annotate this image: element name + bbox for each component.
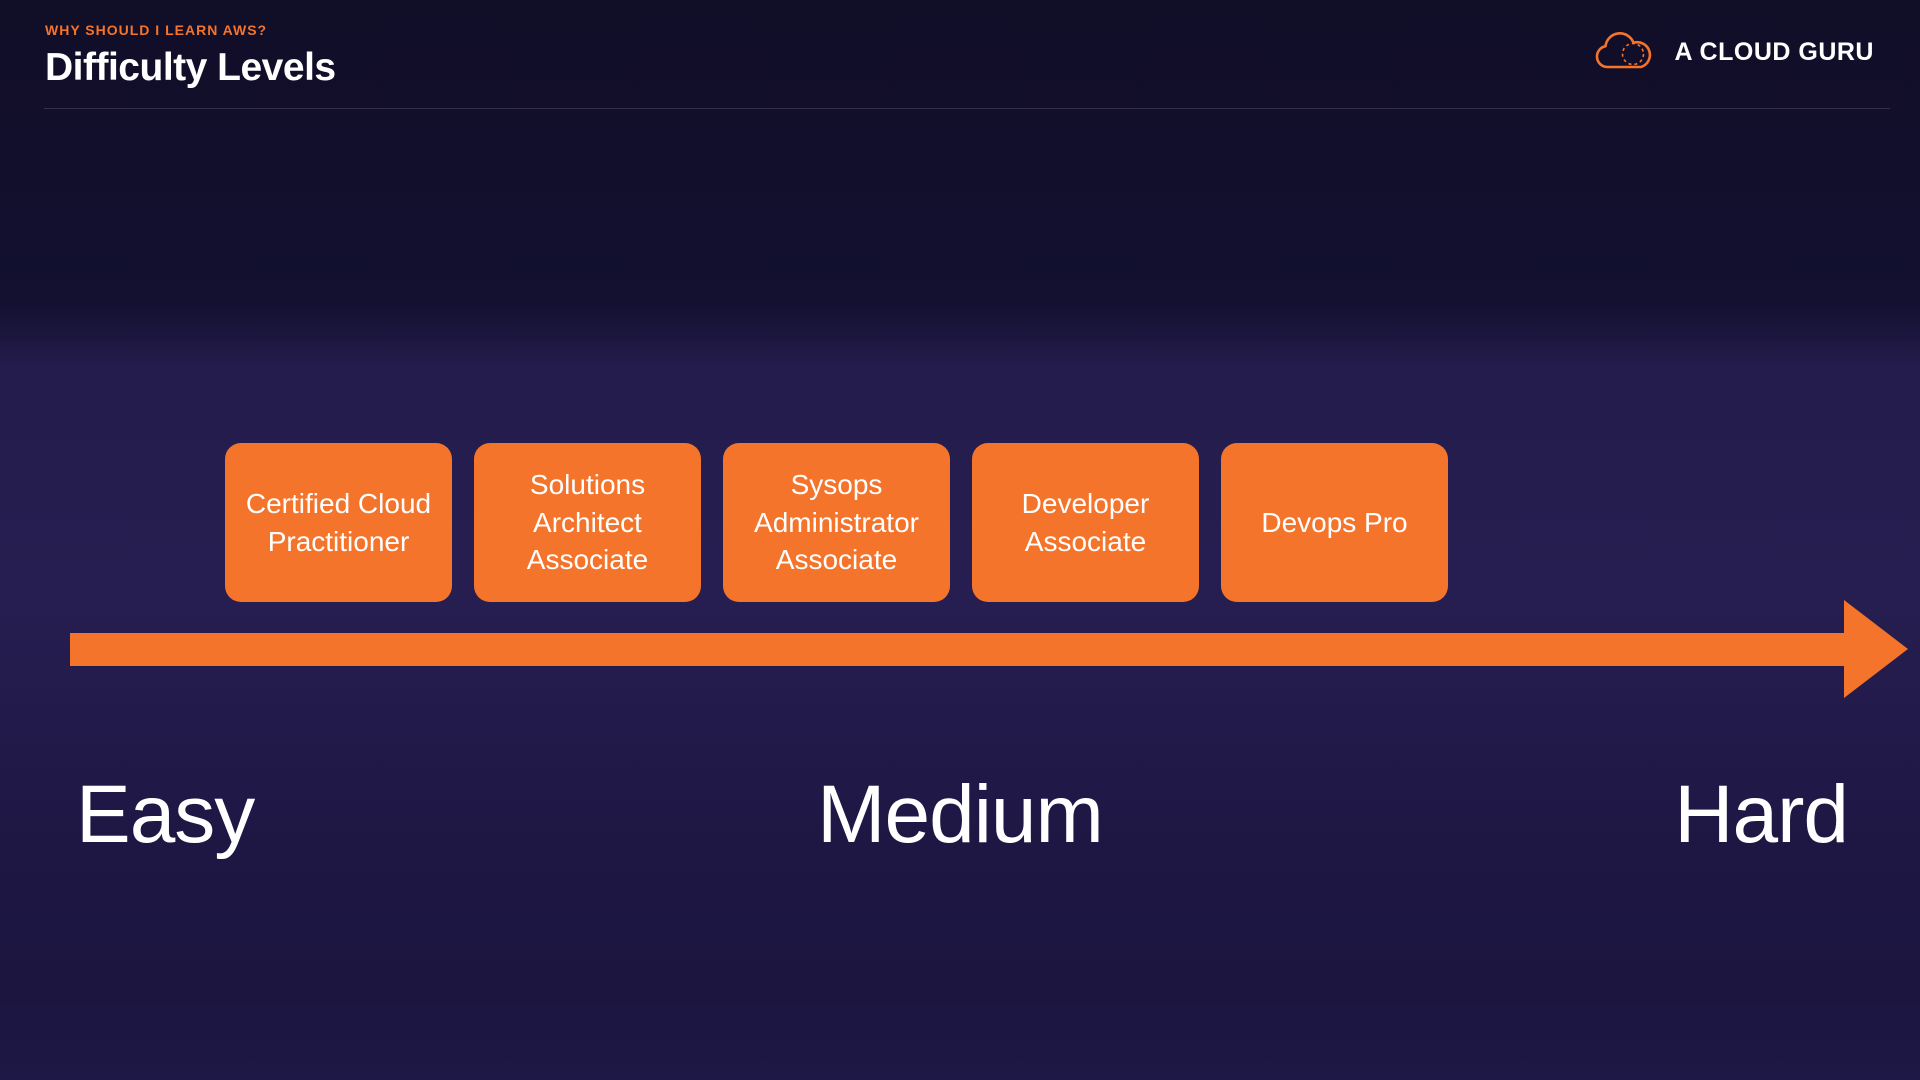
cert-box-developer-associate: Developer Associate — [972, 443, 1199, 602]
cert-box-solutions-architect-associate: Solutions Architect Associate — [474, 443, 701, 602]
certification-boxes: Certified Cloud Practitioner Solutions A… — [225, 443, 1448, 602]
difficulty-label-hard: Hard — [1674, 769, 1849, 860]
difficulty-scale-labels: Easy Medium Hard — [0, 768, 1920, 878]
slide-header: WHY SHOULD I LEARN AWS? Difficulty Level… — [45, 22, 336, 90]
difficulty-label-easy: Easy — [76, 769, 255, 860]
brand-lockup: A CLOUD GURU — [1592, 30, 1874, 74]
header-divider — [44, 108, 1890, 109]
arrow-shaft — [70, 633, 1846, 666]
slide-eyebrow: WHY SHOULD I LEARN AWS? — [45, 22, 268, 38]
cert-box-certified-cloud-practitioner: Certified Cloud Practitioner — [225, 443, 452, 602]
difficulty-arrow — [70, 600, 1908, 698]
cloud-logo-icon — [1596, 32, 1652, 69]
difficulty-label-medium: Medium — [817, 769, 1104, 860]
brand-name: A CLOUD GURU — [1674, 37, 1874, 66]
cert-box-sysops-administrator-associate: Sysops Administrator Associate — [723, 443, 950, 602]
cert-box-devops-pro: Devops Pro — [1221, 443, 1448, 602]
page-title: Difficulty Levels — [45, 46, 336, 89]
arrow-head — [1844, 600, 1908, 698]
